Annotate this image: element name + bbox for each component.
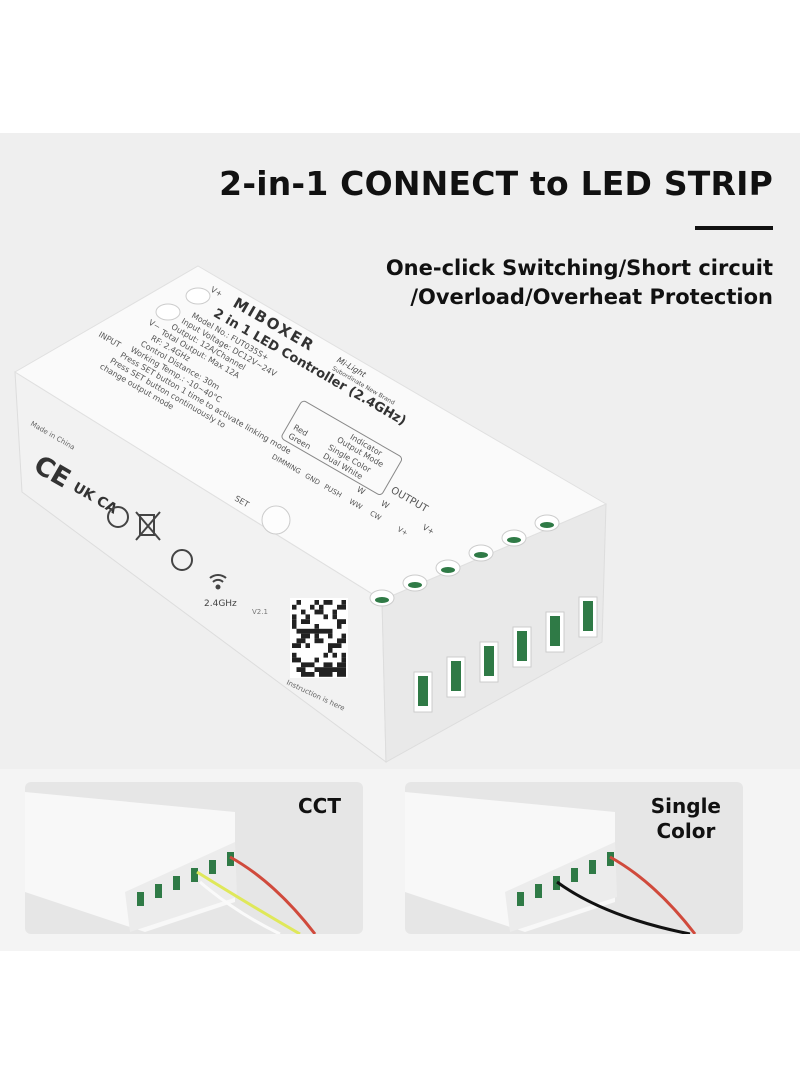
white-wire	[199, 880, 281, 934]
wifi-icon	[209, 574, 227, 590]
weee-bin-icon	[135, 511, 161, 541]
terminal-slot-spring	[583, 601, 593, 631]
variant-card-cct: CCT	[25, 782, 363, 934]
cct-label: CCT	[298, 794, 341, 818]
headline: 2-in-1 CONNECT to LED STRIP	[219, 164, 773, 203]
terminal-contact	[507, 537, 521, 543]
subtitle-line-1: One-click Switching/Short circuit	[385, 256, 773, 280]
yellow-wire	[196, 870, 301, 934]
cct-wiring-illustration	[25, 792, 317, 934]
terminal-contact	[375, 597, 389, 603]
terminal-slot-spring	[484, 646, 494, 676]
red-wire	[609, 855, 697, 934]
fcc-icon	[171, 549, 193, 571]
subtitle-line-2: /Overload/Overheat Protection	[410, 285, 773, 309]
terminal-contact	[441, 567, 455, 573]
terminal-contact	[408, 582, 422, 588]
terminal-slot-spring	[550, 616, 560, 646]
terminal-contact	[474, 552, 488, 558]
red-wire	[229, 855, 317, 934]
rohs-icon	[107, 506, 129, 528]
terminal-slot-spring	[418, 676, 428, 706]
headline-rule	[695, 226, 773, 230]
terminal-contact	[540, 522, 554, 528]
single-color-label-line-1: Single	[650, 794, 721, 818]
black-wire	[556, 880, 691, 934]
single-color-wiring-illustration	[405, 792, 697, 934]
terminal-slot-spring	[451, 661, 461, 691]
input-hole-vminus	[155, 303, 181, 321]
set-button[interactable]	[261, 505, 291, 535]
version-badge: V2.1	[252, 608, 268, 616]
indicator-table	[281, 400, 403, 495]
input-hole-vplus	[185, 287, 211, 305]
frequency-label: 2.4GHz	[204, 599, 237, 609]
single-color-label-line-2: Color	[656, 819, 716, 843]
qr-code	[290, 598, 348, 678]
terminal-slot-spring	[517, 631, 527, 661]
